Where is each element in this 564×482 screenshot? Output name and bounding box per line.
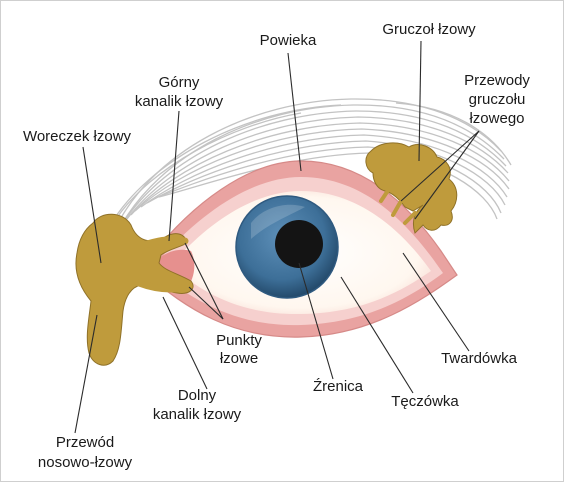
label-gland-ducts-2: gruczołu [469,91,526,108]
label-gland-ducts-1: Przewody [464,72,530,89]
label-nasolacrimal-duct-2: nosowo-łzowy [38,454,133,471]
pupil [275,220,323,268]
label-eyelid: Powieka [260,32,317,49]
label-pupil: Źrenica [313,378,364,395]
label-lower-canaliculus-1: Dolny [178,387,217,404]
label-gland-ducts-3: łzowego [469,110,524,127]
label-lower-canaliculus-2: kanalik łzowy [153,406,242,423]
label-upper-canaliculus-1: Górny [159,74,200,91]
label-lacrimal-sac: Woreczek łzowy [23,128,132,145]
label-sclera: Twardówka [441,350,518,367]
label-nasolacrimal-duct-1: Przewód [56,434,114,451]
label-iris: Tęczówka [391,393,459,410]
label-puncta-1: Punkty [216,332,262,349]
label-upper-canaliculus-2: kanalik łzowy [135,93,224,110]
label-puncta-2: łzowe [220,350,258,367]
label-lacrimal-gland: Gruczoł łzowy [382,21,476,38]
